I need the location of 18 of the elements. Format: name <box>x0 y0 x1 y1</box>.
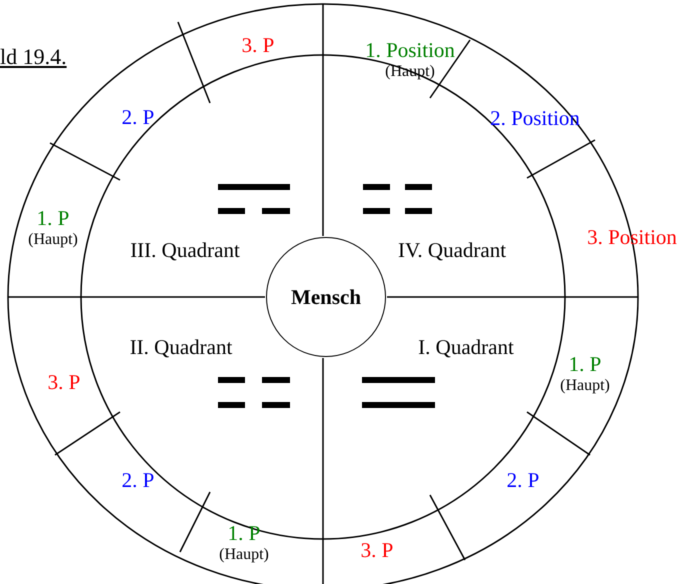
position-label: 2. P <box>122 105 154 129</box>
position-label: 1. P <box>568 352 602 376</box>
note-label: (Haupt) <box>28 230 78 250</box>
figure-title: ld 19.4. <box>0 44 67 70</box>
position-label: 3. P <box>48 370 80 394</box>
quadrant-label: II. Quadrant <box>130 335 232 359</box>
note-label: (Haupt) <box>219 545 269 565</box>
position-label: 2. P <box>506 468 540 492</box>
note-label: (Haupt) <box>560 376 610 396</box>
position-label: 2. P <box>122 468 154 492</box>
quadrant-label: III. Quadrant <box>130 238 240 262</box>
quadrant-label: I. Quadrant <box>418 335 514 359</box>
position-label: 1. P <box>36 206 70 230</box>
position-label: 3. P <box>360 538 394 562</box>
position-label: 3. P <box>242 33 274 57</box>
center-label: Mensch <box>291 285 361 309</box>
quadrant-label: IV. Quadrant <box>398 238 506 262</box>
position-label: 1. Position <box>365 38 455 62</box>
